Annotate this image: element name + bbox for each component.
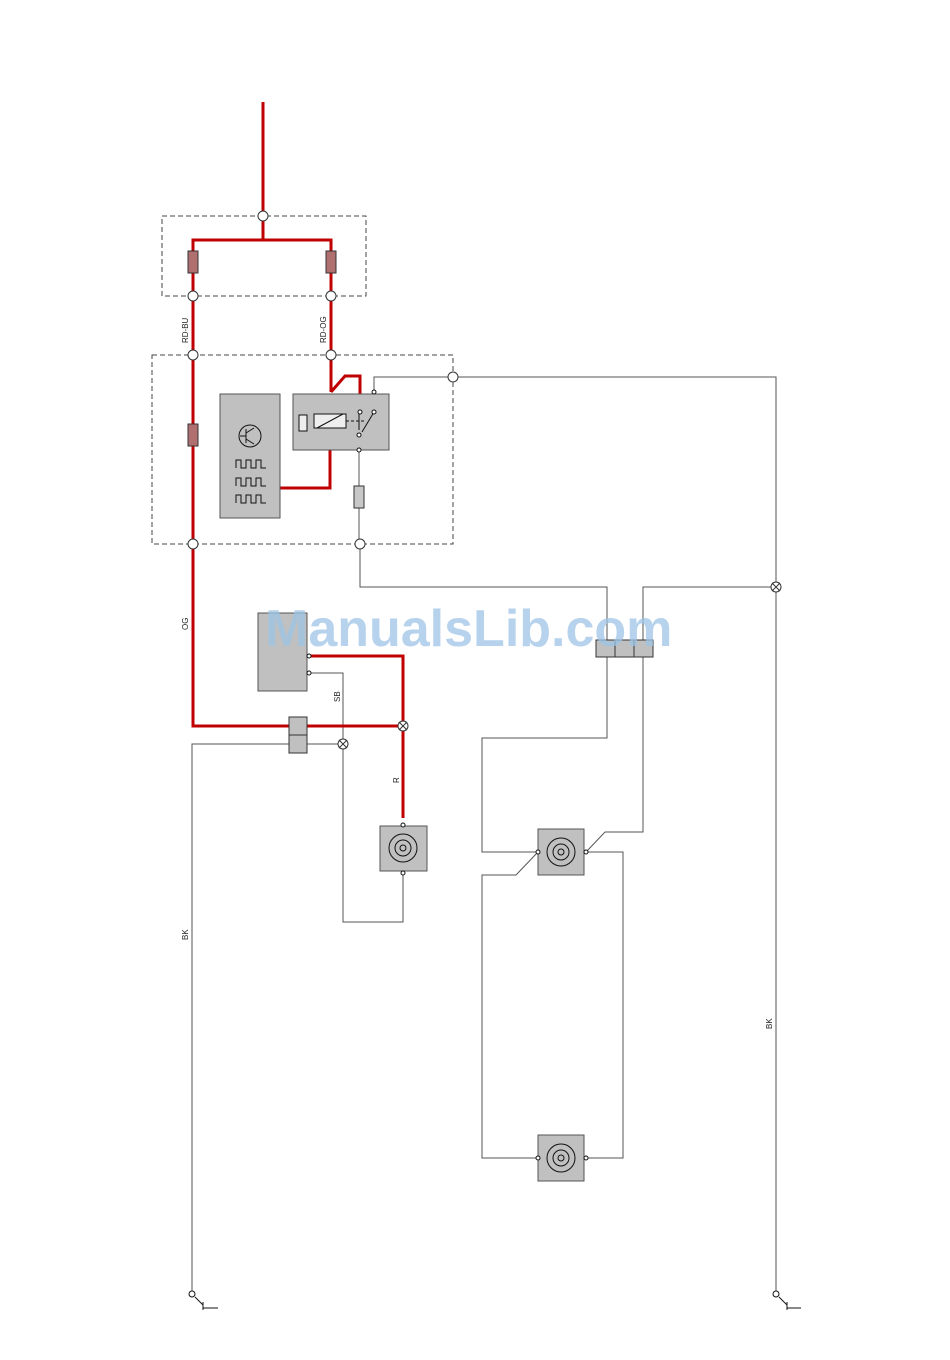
pulse-signal-icon [236, 460, 266, 503]
speaker-icon [380, 823, 427, 875]
wire-label-bk-left: BK [181, 929, 190, 940]
control-unit [220, 394, 280, 518]
watermark: ManualsLib.com [265, 600, 672, 658]
speaker-icon [536, 1135, 588, 1181]
wire-label-rd-bu: RD-BU [181, 317, 190, 343]
wire-label-bk-right: BK [765, 1018, 774, 1029]
inline-connector [289, 717, 307, 753]
fuse-icon [326, 251, 336, 273]
wire-label-r: R [392, 777, 401, 783]
ground-icon [773, 1291, 801, 1310]
ground-icon [189, 1291, 218, 1310]
fuse-icon [354, 486, 364, 508]
wire-label-rd-og: RD-OG [319, 316, 328, 343]
wire-label-og: OG [181, 618, 190, 630]
fuse-icon [188, 424, 198, 446]
speaker-icon [536, 829, 588, 875]
fuse-icon [188, 251, 198, 273]
relay [293, 390, 389, 452]
wire-label-sb: SB [333, 691, 342, 702]
